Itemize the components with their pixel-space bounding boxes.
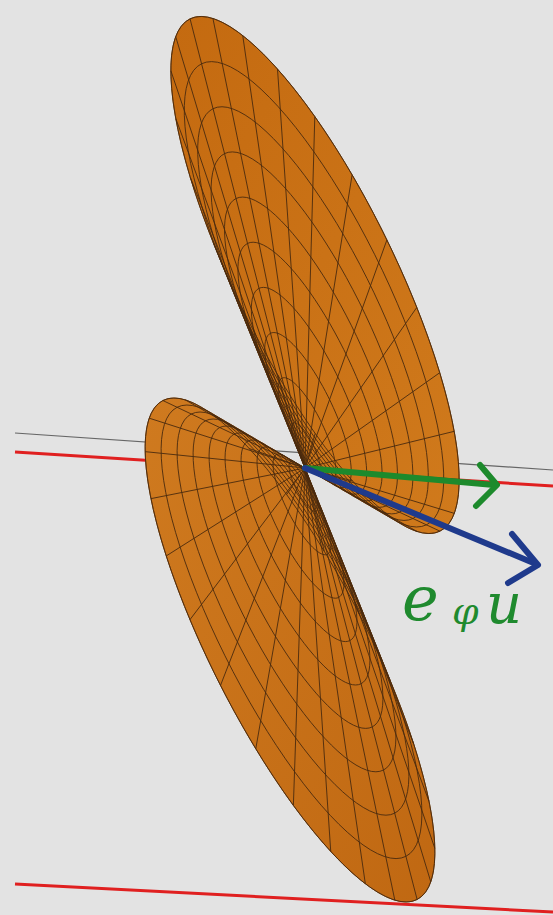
grid-spoke (305, 468, 365, 884)
grid-spoke (305, 431, 454, 468)
grid-spoke (278, 69, 305, 468)
grid-spoke (305, 240, 387, 468)
grid-spoke (176, 37, 305, 468)
grid-spoke (176, 119, 305, 468)
grid-spoke (213, 18, 305, 468)
grid-spoke (249, 449, 305, 468)
vector-label: φ (452, 592, 479, 630)
grid-spoke (171, 71, 305, 468)
grid-spoke (305, 307, 417, 468)
grid-spoke (256, 468, 305, 749)
grid-spoke (305, 468, 417, 899)
grid-spoke (305, 468, 331, 851)
cone-lobe (171, 16, 459, 533)
vector-label: e (402, 568, 439, 630)
vector-label: u (486, 576, 522, 632)
grid-spoke (190, 19, 305, 468)
green-vector (305, 465, 497, 506)
grid-spoke (305, 373, 440, 468)
grid-spoke (221, 468, 305, 685)
grid-spoke (305, 175, 352, 468)
blue-vector (305, 468, 538, 583)
grid-spoke (243, 36, 305, 468)
grid-spoke (166, 468, 305, 556)
grid-ring (198, 107, 429, 521)
grid-spoke (149, 418, 305, 468)
grid-ring (171, 16, 459, 533)
red-axis (15, 884, 553, 912)
grid-spoke (151, 468, 305, 499)
grid-spoke (190, 468, 305, 620)
grid-ring (184, 62, 443, 527)
cone-lobes (145, 16, 459, 902)
grid-spoke (293, 468, 305, 805)
lobe-surface (171, 17, 459, 534)
grid-spoke (287, 468, 305, 495)
grid-spoke (305, 468, 395, 900)
